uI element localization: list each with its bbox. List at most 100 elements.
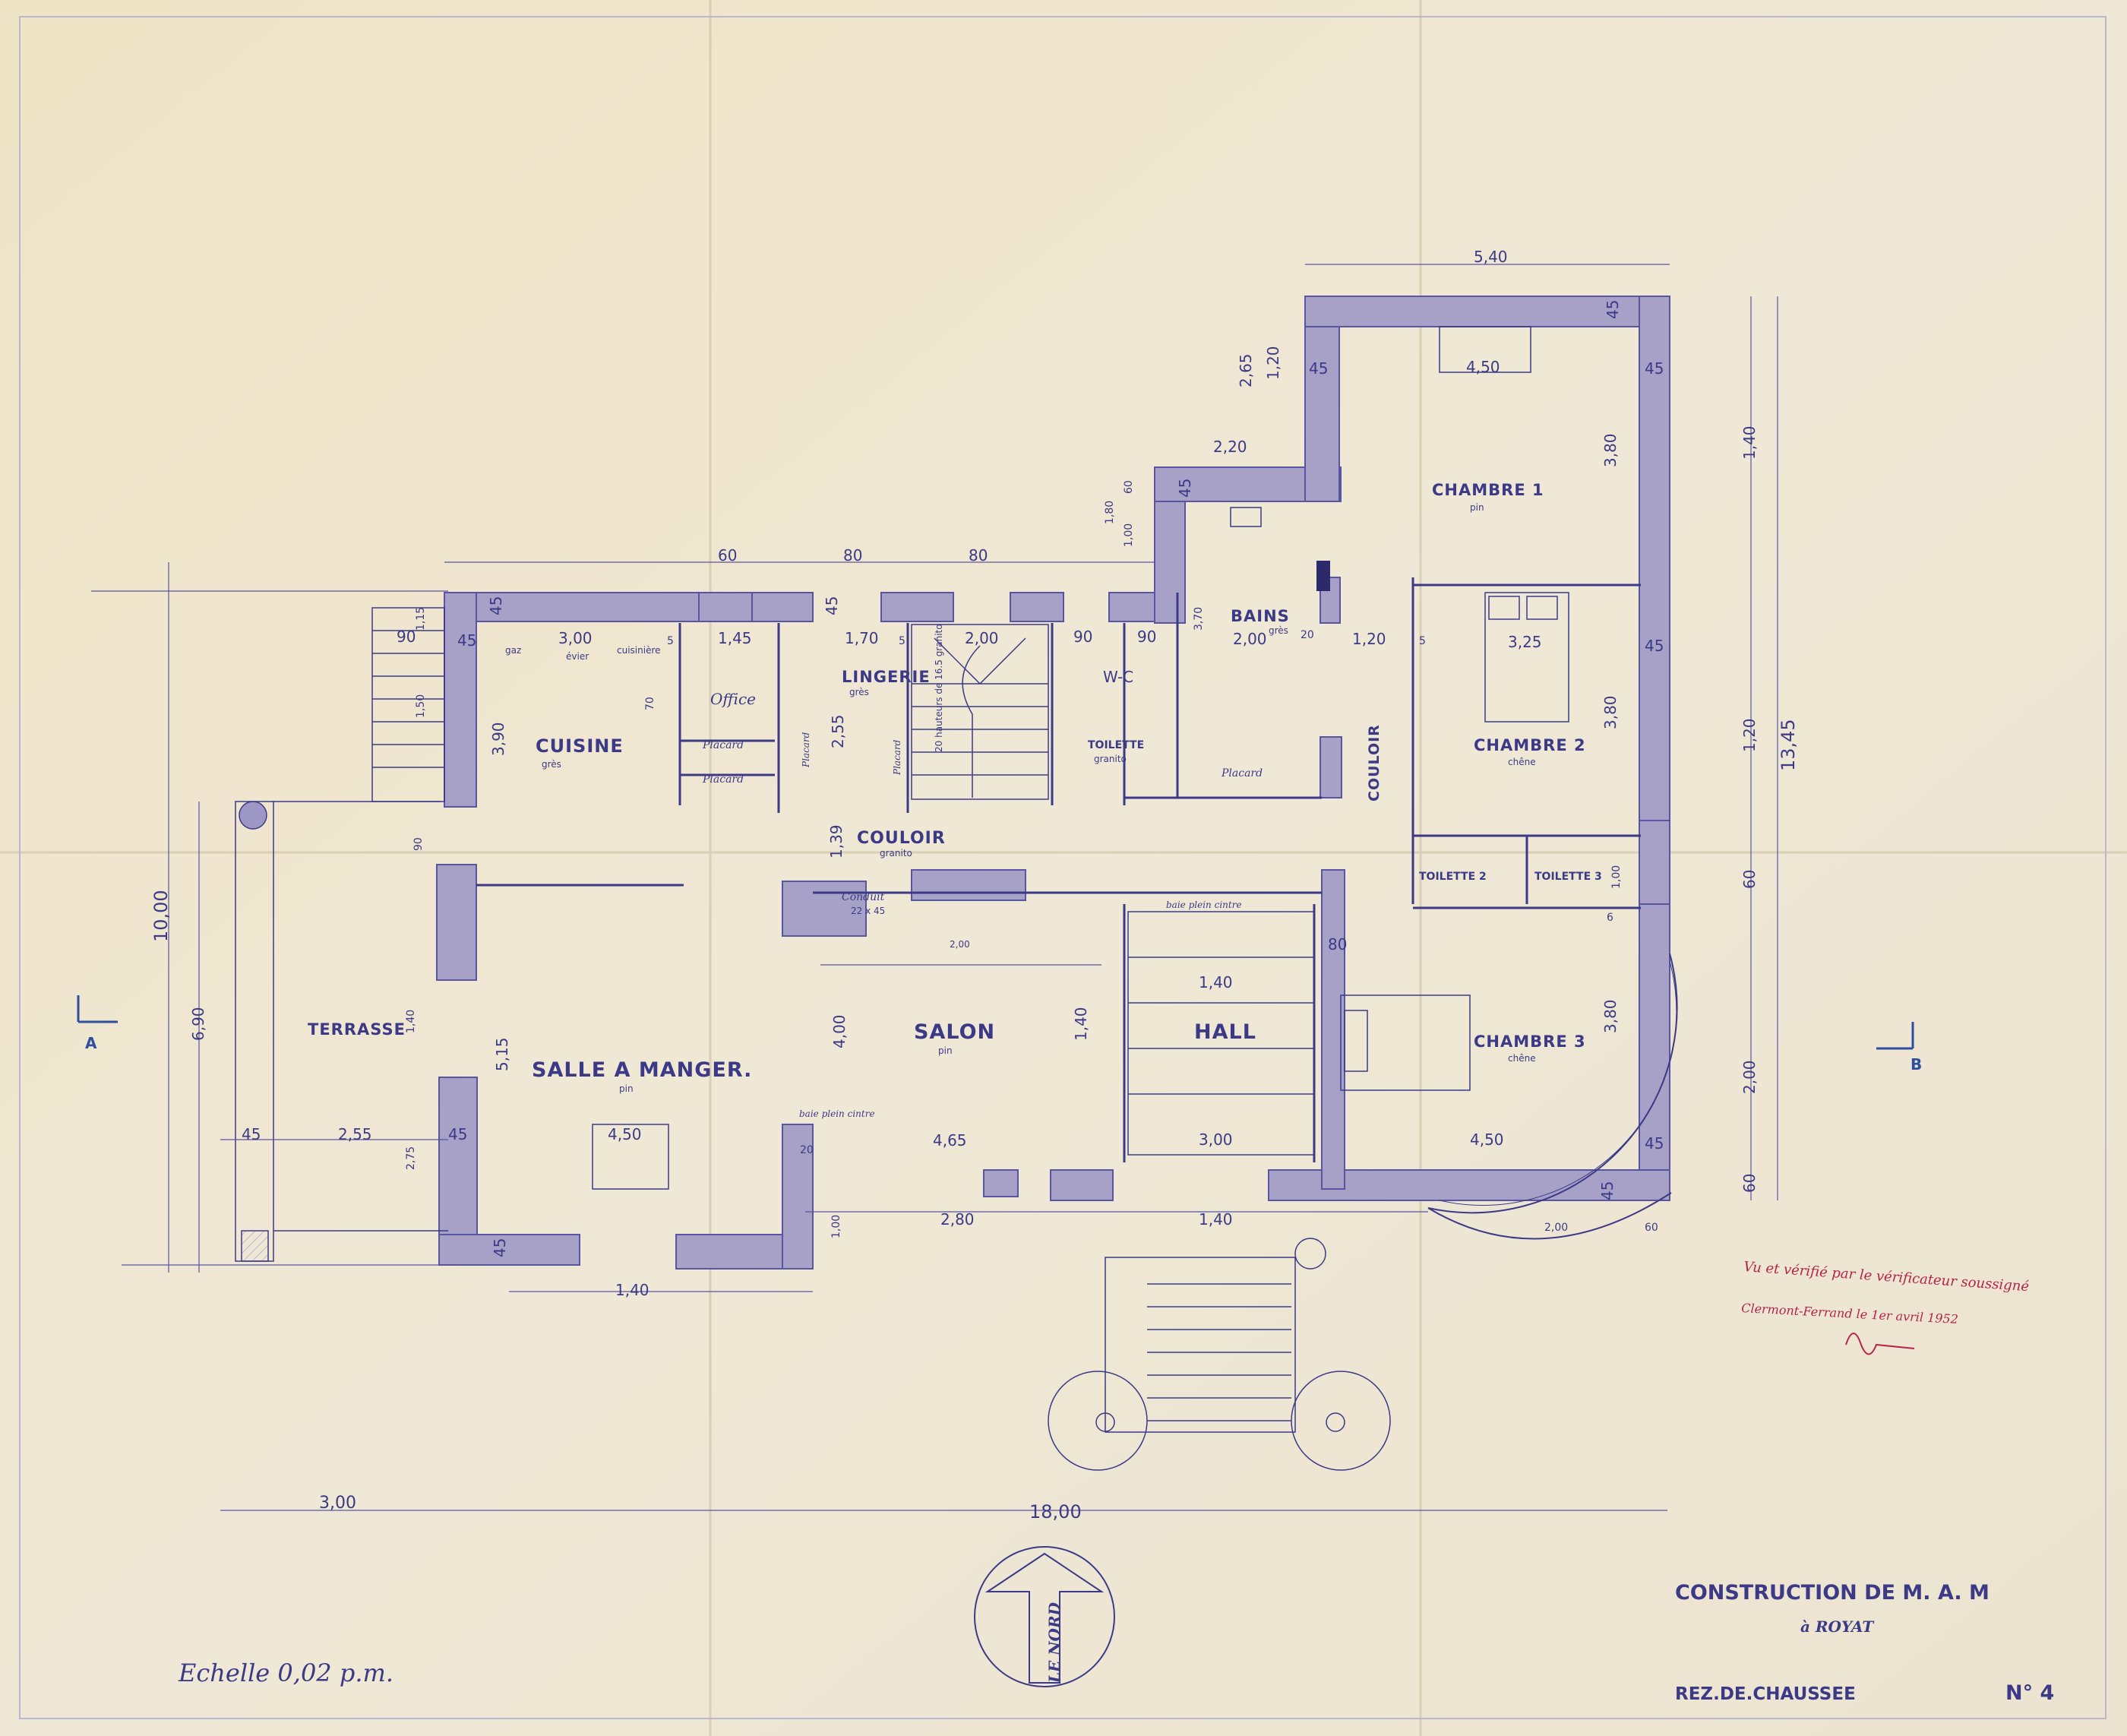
dim-terrace-width: 3,00 [319,1494,356,1513]
dim-1-40c: 1,40 [1072,1007,1090,1041]
label-office: Office [710,690,756,708]
dim-2-00a: 2,00 [965,629,999,647]
dim-90d: 90 [412,837,425,851]
label-hall: HALL [1194,1020,1256,1044]
dim-45b: 45 [1604,300,1622,319]
dim-4-65: 4,65 [933,1131,967,1149]
side-staircase [371,607,445,802]
dim-1-00a: 1,00 [1123,523,1135,547]
dim-80c: 80 [1328,935,1347,953]
label-toilette: TOILETTE [1088,739,1144,751]
dim-1-40e: 1,40 [615,1281,649,1299]
dim-5a: 5 [667,635,674,647]
dim-1-40b: 1,40 [1199,973,1233,991]
dim-right-height: 13,45 [1778,719,1799,771]
terrace [235,801,448,1262]
label-wc: W-C [1103,668,1133,686]
label-salon: SALON [914,1020,995,1044]
dim-1-00c: 1,00 [830,1215,842,1238]
dim-2-20: 2,20 [1213,438,1247,456]
dim-3-70: 3,70 [1193,607,1205,631]
dim-45a: 45 [1309,359,1328,378]
dim-45e: 45 [1176,479,1194,498]
dim-4-50c: 4,50 [608,1125,642,1143]
dim-45k: 45 [491,1238,509,1257]
north-arrow [974,1546,1115,1687]
dim-60d: 60 [1740,1174,1759,1193]
label-toilette-2: TOILETTE 2 [1419,871,1487,883]
front-steps [1048,1238,1391,1471]
signature-mark [1845,1333,1915,1355]
dim-80a: 80 [843,546,862,564]
label-placard-v1: Placard [801,732,811,768]
dim-1-15: 1,15 [415,607,427,631]
label-baie-1: baie plein cintre [1166,900,1242,910]
dim-45f: 45 [457,631,476,650]
dim-60b: 60 [1123,480,1135,494]
title-number: N° 4 [2005,1681,2054,1705]
dim-overall-width: 18,00 [1029,1501,1082,1523]
bath-fixture [1316,561,1330,591]
dim-2-00e: 2,00 [950,939,970,950]
dim-1-40a: 1,40 [1740,425,1759,460]
label-bains-placard: Placard [1221,767,1263,779]
dim-60a: 60 [718,546,737,564]
dim-3-00: 3,00 [558,629,593,647]
dim-1-20b: 1,20 [1352,630,1386,648]
section-marker-a: A [85,1034,97,1052]
title-floor: REZ.DE.CHAUSSEE [1675,1684,1856,1704]
dim-1-40d: 1,40 [405,1010,417,1033]
dim-45i: 45 [448,1125,467,1143]
label-conduit-size: 22 x 45 [851,906,885,916]
dim-3-80b: 3,80 [1601,695,1620,729]
label-chambre-1: CHAMBRE 1 [1432,481,1544,499]
label-lingerie: LINGERIE [842,668,931,686]
dim-45l: 45 [1645,1134,1664,1153]
furniture [592,326,1569,1190]
dim-6: 6 [1607,912,1613,924]
section-markers [77,995,1914,1050]
label-evier: évier [566,651,589,662]
label-placard-v2: Placard [892,739,902,776]
dim-3-25: 3,25 [1508,633,1542,651]
dim-90a: 90 [397,628,416,646]
dim-3-80c: 3,80 [1601,999,1620,1033]
sheet-border [19,16,2106,1719]
dim-2-00b: 2,00 [1233,630,1267,648]
label-salle-floor: pin [619,1083,634,1094]
internal-staircase [911,624,1049,800]
dim-4-50a: 4,50 [1466,358,1500,376]
north-label: LE NORD [1045,1602,1064,1684]
label-chambre-2: CHAMBRE 2 [1474,736,1586,754]
dim-2-75: 2,75 [405,1146,417,1170]
title-construction: CONSTRUCTION DE M. A. M [1675,1581,1990,1605]
label-toilette-floor: granito [1094,754,1127,764]
label-chambre-3: CHAMBRE 3 [1474,1032,1586,1051]
partitions [476,577,1641,1162]
dim-45c: 45 [1645,359,1664,378]
dim-top-wing: 5,40 [1474,248,1508,266]
label-salle-a-manger: SALLE A MANGER. [532,1058,752,1082]
label-cuisiniere: cuisinière [617,645,661,656]
dim-1-20a: 1,20 [1264,346,1282,380]
label-cuisine: CUISINE [536,735,624,757]
label-lingerie-floor: grès [849,687,869,697]
dim-4-00: 4,00 [830,1014,849,1048]
label-placard-1: Placard [702,739,744,751]
dim-left-height: 10,00 [150,890,172,942]
label-chambre-2-floor: chêne [1508,757,1536,767]
label-couloir-vertical: COULOIR [1366,724,1383,802]
dim-90b: 90 [1073,628,1092,646]
label-gaz: gaz [505,645,521,656]
label-bains: BAINS [1231,607,1290,625]
dim-20b: 20 [800,1144,814,1156]
label-chambre-3-floor: chêne [1508,1053,1536,1064]
label-couloir-main: COULOIR [857,829,946,848]
dim-45j: 45 [242,1125,261,1143]
label-chambre-1-floor: pin [1470,502,1484,513]
label-couloir-main-floor: granito [880,848,912,859]
dim-3-00b: 3,00 [1199,1130,1233,1149]
dim-1-20c: 1,20 [1740,718,1759,752]
